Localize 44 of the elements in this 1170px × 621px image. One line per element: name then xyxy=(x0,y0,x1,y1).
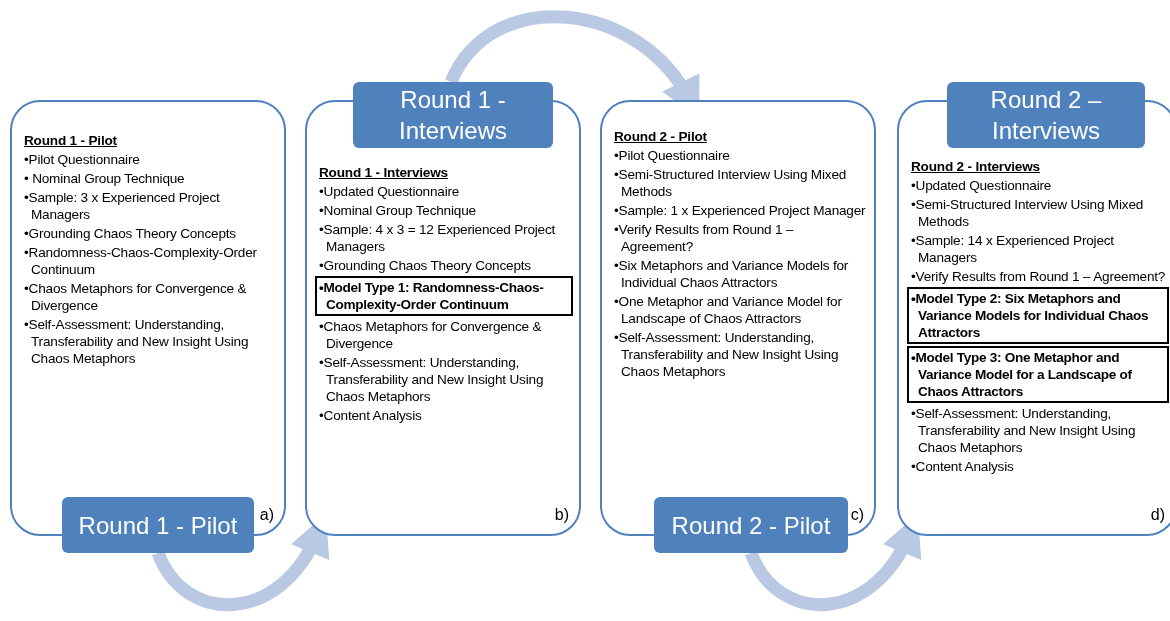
bullet-item: •Self-Assessment: Understanding, Transferability and New Insight Using Chaos Metaphors xyxy=(911,405,1137,456)
highlighted-bullet: •Model Type 1: Randomness-Chaos-Complexity-Order Continuum xyxy=(315,276,573,316)
bullet-item: •Content Analysis xyxy=(319,407,423,424)
panel-letter: a) xyxy=(259,506,274,524)
bullet-item: •Sample: 14 x Experienced Project Managers xyxy=(911,232,1115,266)
bullet-item: •Sample: 3 x Experienced Project Managers xyxy=(24,189,221,223)
bullet-item: •Self-Assessment: Understanding, Transferability and New Insight Using Chaos Metaphors xyxy=(24,316,250,367)
bullet-item: •Verify Results from Round 1 – Agreement? xyxy=(614,221,795,255)
panel-card xyxy=(600,100,876,536)
bullet-item: •Grounding Chaos Theory Concepts xyxy=(319,257,532,274)
bullet-item: • Nominal Group Technique xyxy=(24,170,186,187)
bullet-item: •Semi-Structured Interview Using Mixed Methods xyxy=(911,196,1145,230)
bullet-item: •Grounding Chaos Theory Concepts xyxy=(24,225,237,242)
panel-heading: Round 1 - Interviews xyxy=(319,164,449,181)
panel-card xyxy=(10,100,286,536)
round-label-tab: Round 1 - Pilot xyxy=(62,497,254,553)
round-label-tab: Round 1 - Interviews xyxy=(353,82,553,148)
bullet-item: •Sample: 4 x 3 = 12 Experienced Project Managers xyxy=(319,221,557,255)
panel-heading: Round 2 - Interviews xyxy=(911,158,1041,175)
bullet-item: •Semi-Structured Interview Using Mixed Methods xyxy=(614,166,848,200)
panel-letter: b) xyxy=(554,506,569,524)
bullet-item: •Pilot Questionnaire xyxy=(24,151,141,168)
bullet-item: •Verify Results from Round 1 – Agreement? xyxy=(911,268,1167,285)
bullet-item: •Sample: 1 x Experienced Project Manager xyxy=(614,202,867,219)
highlighted-bullet: •Model Type 3: One Metaphor and Variance Model for a Landscape of Chaos Attractors xyxy=(907,346,1169,403)
panel-heading: Round 2 - Pilot xyxy=(614,128,708,145)
panel-letter: d) xyxy=(1150,506,1165,524)
bullet-item: •Self-Assessment: Understanding, Transferability and New Insight Using Chaos Metaphors xyxy=(614,329,840,380)
bullet-item: •Chaos Metaphors for Convergence & Divergence xyxy=(319,318,543,352)
round-label-tab: Round 2 – Interviews xyxy=(947,82,1145,148)
bullet-item: •One Metaphor and Variance Model for Landscape of Chaos Attractors xyxy=(614,293,843,327)
bullet-item: •Content Analysis xyxy=(911,458,1015,475)
bullet-item: •Updated Questionnaire xyxy=(319,183,461,200)
bullet-item: •Nominal Group Technique xyxy=(319,202,477,219)
bullet-item: •Six Metaphors and Variance Models for Individual Chaos Attractors xyxy=(614,257,850,291)
panel-heading: Round 1 - Pilot xyxy=(24,132,118,149)
bullet-item: •Pilot Questionnaire xyxy=(614,147,731,164)
bullet-item: •Randomness-Chaos-Complexity-Order Continuum xyxy=(24,244,258,278)
bullet-item: •Chaos Metaphors for Convergence & Divergence xyxy=(24,280,248,314)
panel-letter: c) xyxy=(850,506,864,524)
highlighted-bullet: •Model Type 2: Six Metaphors and Variance Models for Individual Chaos Attractors xyxy=(907,287,1169,344)
round-label-tab: Round 2 - Pilot xyxy=(654,497,848,553)
bullet-item: •Self-Assessment: Understanding, Transferability and New Insight Using Chaos Metaphors xyxy=(319,354,545,405)
bullet-item: •Updated Questionnaire xyxy=(911,177,1053,194)
